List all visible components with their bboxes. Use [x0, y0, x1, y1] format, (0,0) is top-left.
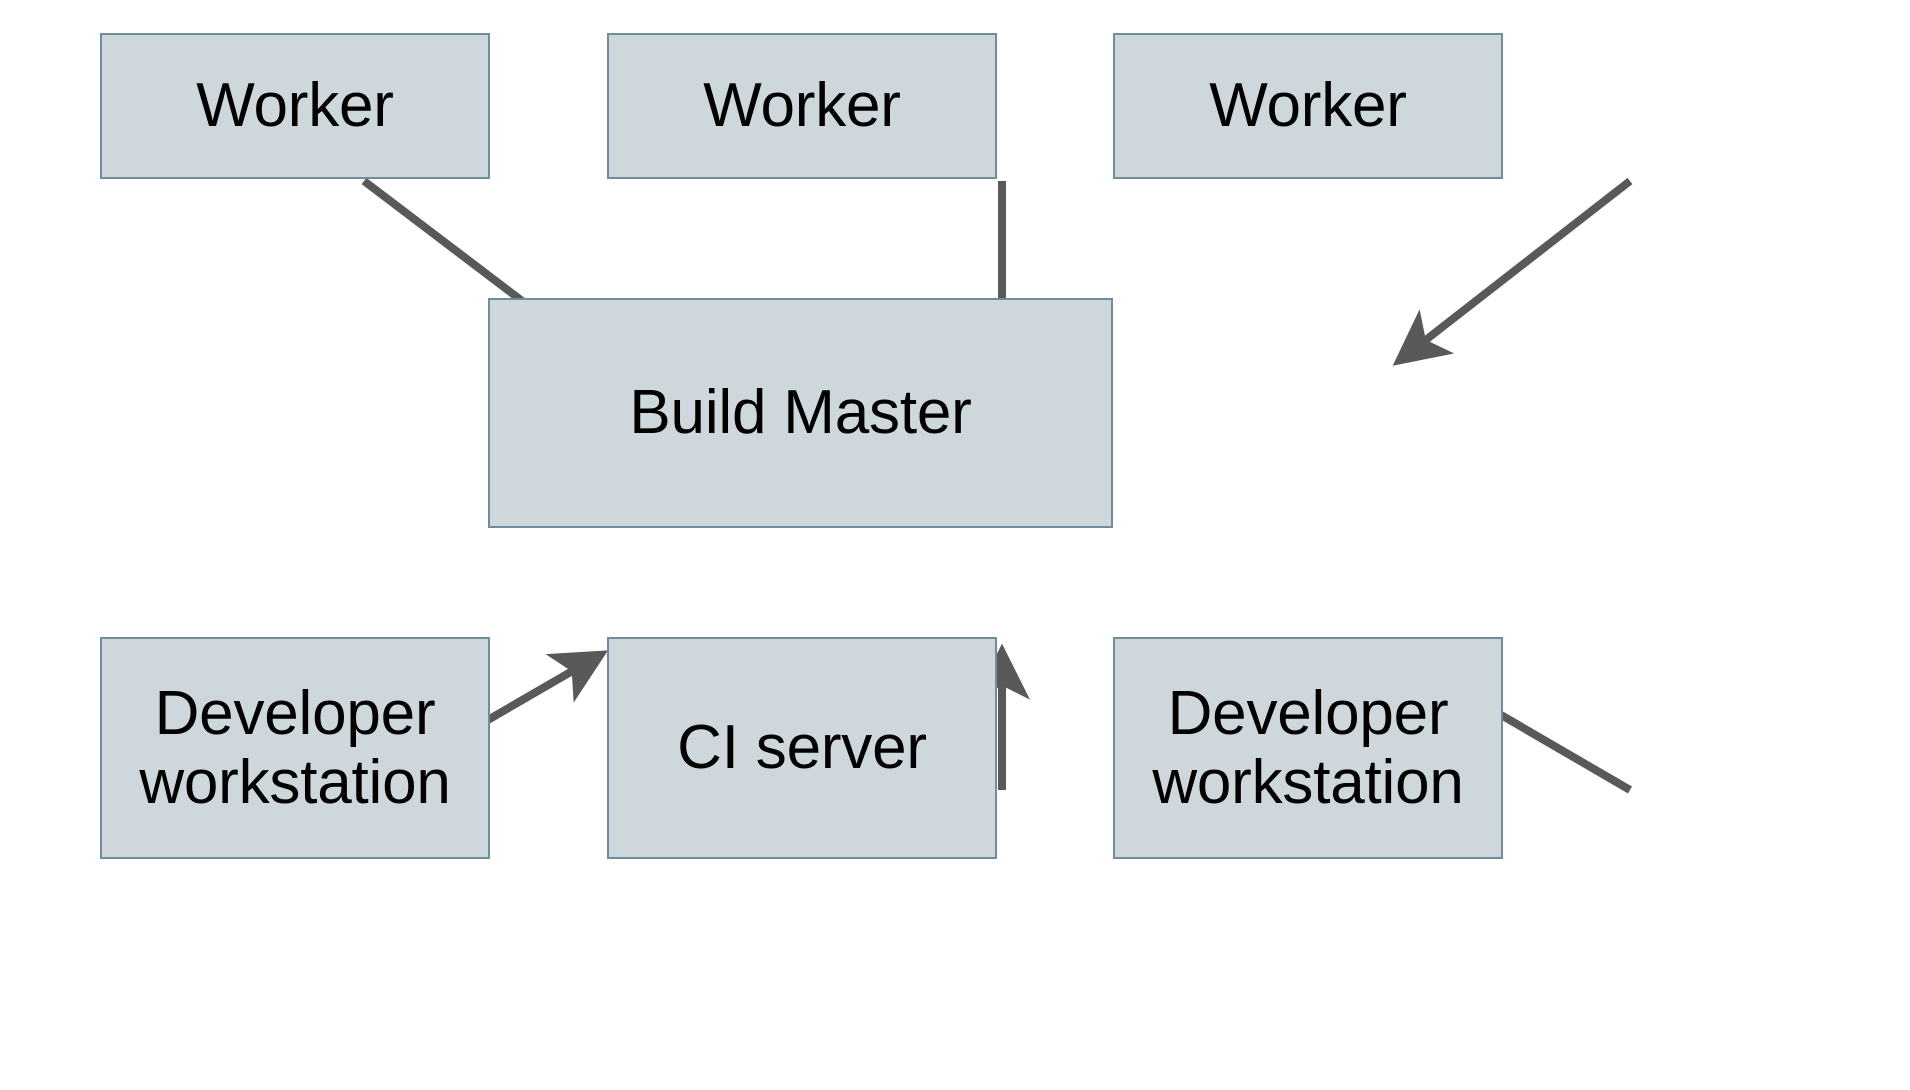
node-developer-workstation-left-label: Developer workstation — [139, 678, 451, 817]
node-developer-workstation-right[interactable]: Developer workstation — [1113, 637, 1503, 859]
edge-worker-right-to-build-master — [1392, 177, 1633, 366]
node-worker-right[interactable]: Worker — [1113, 33, 1503, 179]
node-worker-center-label: Worker — [703, 71, 901, 141]
node-ci-server[interactable]: CI server — [607, 637, 997, 859]
node-worker-left[interactable]: Worker — [100, 33, 490, 179]
node-ci-server-label: CI server — [677, 713, 927, 783]
node-developer-workstation-left[interactable]: Developer workstation — [100, 637, 490, 859]
node-worker-center[interactable]: Worker — [607, 33, 997, 179]
node-developer-workstation-right-label: Developer workstation — [1152, 678, 1464, 817]
node-build-master-label: Build Master — [629, 378, 972, 448]
node-build-master[interactable]: Build Master — [488, 298, 1113, 528]
node-worker-left-label: Worker — [196, 71, 394, 141]
node-worker-right-label: Worker — [1209, 71, 1407, 141]
